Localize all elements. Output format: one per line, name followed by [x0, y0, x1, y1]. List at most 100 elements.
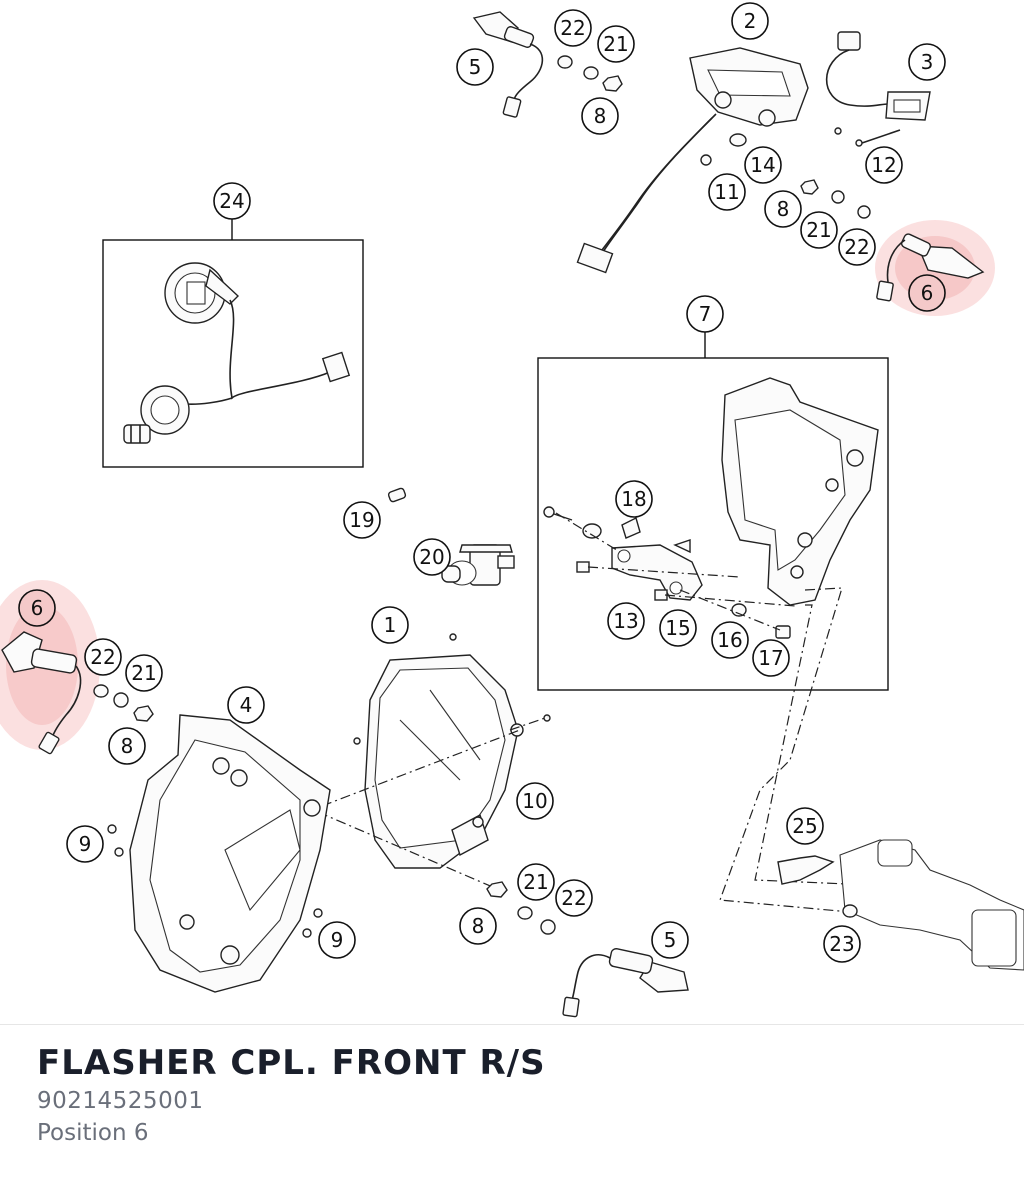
callout-20[interactable]: 20: [413, 538, 451, 576]
svg-text:3: 3: [921, 50, 934, 74]
callout-21-a[interactable]: 21: [597, 25, 635, 63]
svg-text:8: 8: [121, 734, 134, 758]
svg-text:11: 11: [714, 180, 739, 204]
svg-text:1: 1: [384, 613, 397, 637]
callout-18[interactable]: 18: [615, 480, 653, 518]
callout-6-left[interactable]: 6: [18, 589, 56, 627]
svg-text:19: 19: [349, 508, 374, 532]
callout-24[interactable]: 24: [213, 182, 251, 220]
callout-8-c[interactable]: 8: [108, 727, 146, 765]
callout-19[interactable]: 19: [343, 501, 381, 539]
detail-box-24: [102, 239, 364, 468]
callout-9-a[interactable]: 9: [66, 825, 104, 863]
svg-text:6: 6: [921, 281, 934, 305]
svg-text:2: 2: [744, 9, 757, 33]
svg-text:8: 8: [777, 197, 790, 221]
callout-7[interactable]: 7: [686, 295, 724, 333]
washer-21-part: [517, 906, 556, 935]
svg-text:21: 21: [603, 32, 628, 56]
svg-text:20: 20: [419, 545, 444, 569]
callout-22-a[interactable]: 22: [554, 9, 592, 47]
callout-15[interactable]: 15: [659, 609, 697, 647]
svg-text:22: 22: [844, 235, 869, 259]
nut-8-part: [486, 881, 508, 898]
screws-9-part: [107, 824, 323, 938]
svg-text:8: 8: [472, 914, 485, 938]
callout-6-right[interactable]: 6: [908, 274, 946, 312]
callout-21-c[interactable]: 21: [125, 654, 163, 692]
callout-12[interactable]: 12: [865, 146, 903, 184]
bracket-assembly-part: [543, 377, 879, 639]
svg-text:21: 21: [806, 218, 831, 242]
svg-text:24: 24: [219, 189, 244, 213]
svg-text:13: 13: [613, 609, 638, 633]
svg-text:17: 17: [758, 646, 783, 670]
part-position: Position 6: [37, 1120, 149, 1146]
svg-text:23: 23: [829, 932, 854, 956]
callout-21-b[interactable]: 21: [800, 211, 838, 249]
callout-22-d[interactable]: 22: [555, 879, 593, 917]
callout-23[interactable]: 23: [823, 925, 861, 963]
headlight-bulb-part: [441, 544, 515, 586]
flasher-front-left-part: [1, 631, 82, 755]
cockpit-light-part: [576, 47, 809, 274]
svg-text:22: 22: [90, 645, 115, 669]
callout-13[interactable]: 13: [607, 602, 645, 640]
detail-box-7: [537, 357, 889, 691]
svg-text:22: 22: [561, 886, 586, 910]
svg-text:25: 25: [792, 814, 817, 838]
headlight-mask-part: [129, 714, 331, 993]
callout-10[interactable]: 10: [516, 782, 554, 820]
svg-text:6: 6: [31, 596, 44, 620]
callout-9-b[interactable]: 9: [318, 921, 356, 959]
callout-4[interactable]: 4: [227, 686, 265, 724]
callout-21-d[interactable]: 21: [517, 863, 555, 901]
hardware-upper-right-part: [557, 55, 901, 219]
svg-text:7: 7: [699, 302, 712, 326]
flasher-front-right-part: [876, 233, 985, 302]
callout-8-d[interactable]: 8: [459, 907, 497, 945]
part-info-footer: [0, 1025, 1024, 1177]
svg-text:15: 15: [665, 616, 690, 640]
callout-3[interactable]: 3: [908, 43, 946, 81]
callout-14[interactable]: 14: [744, 146, 782, 184]
footer-divider: [0, 1024, 1024, 1025]
callout-17[interactable]: 17: [752, 639, 790, 677]
small-bulb-part: [387, 487, 407, 503]
svg-text:21: 21: [131, 661, 156, 685]
callout-5-top[interactable]: 5: [456, 48, 494, 86]
callout-25[interactable]: 25: [786, 807, 824, 845]
exploded-parts-diagram: 1 2 3 4 5 5 6 6 7 8 8 8 8 9 9 10 11 12 1…: [0, 2, 1024, 1018]
callout-22-b[interactable]: 22: [838, 228, 876, 266]
handlebar-area-part: [777, 839, 1024, 971]
svg-text:18: 18: [621, 487, 646, 511]
svg-text:9: 9: [79, 832, 92, 856]
part-title: FLASHER CPL. FRONT R/S: [37, 1043, 546, 1083]
callout-8-a[interactable]: 8: [581, 97, 619, 135]
callout-8-b[interactable]: 8: [764, 190, 802, 228]
callout-2[interactable]: 2: [731, 2, 769, 40]
svg-text:10: 10: [522, 789, 547, 813]
svg-text:9: 9: [331, 928, 344, 952]
flasher-top-left-part: [472, 11, 544, 118]
callout-1[interactable]: 1: [371, 606, 409, 644]
svg-text:4: 4: [240, 693, 253, 717]
svg-text:12: 12: [871, 153, 896, 177]
svg-text:22: 22: [560, 16, 585, 40]
svg-text:21: 21: [523, 870, 548, 894]
socket-assembly-part: [123, 262, 351, 444]
flasher-bottom-part: [562, 948, 689, 1018]
callout-16[interactable]: 16: [711, 621, 749, 659]
callout-11[interactable]: 11: [708, 173, 746, 211]
callout-22-c[interactable]: 22: [84, 638, 122, 676]
headlight-part: [353, 633, 551, 869]
svg-text:5: 5: [664, 928, 677, 952]
license-light-part: [825, 31, 931, 121]
svg-text:5: 5: [469, 55, 482, 79]
part-number: 90214525001: [37, 1088, 204, 1114]
callout-5-bottom[interactable]: 5: [651, 921, 689, 959]
svg-text:8: 8: [594, 104, 607, 128]
svg-text:14: 14: [750, 153, 775, 177]
svg-text:16: 16: [717, 628, 742, 652]
washers-left-part: [93, 684, 154, 722]
